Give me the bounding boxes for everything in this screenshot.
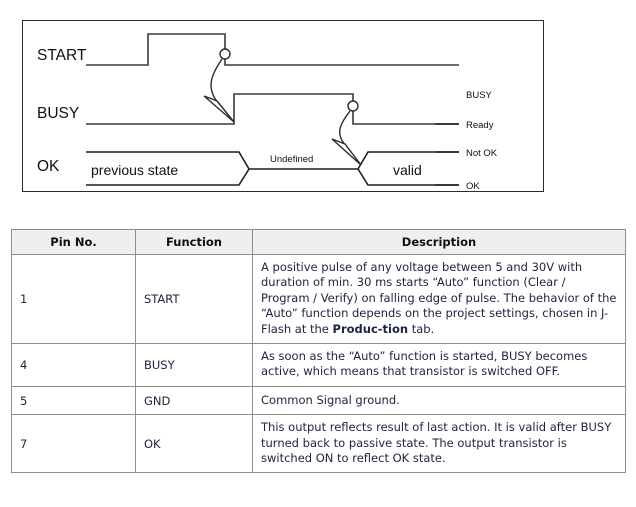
table-row: 4 BUSY As soon as the “Auto” function is… — [11, 343, 626, 387]
description-text-pre: A positive pulse of any voltage between … — [261, 260, 617, 336]
cell-pin-no: 4 — [11, 343, 136, 387]
cell-pin-no: 5 — [11, 385, 136, 416]
table-row: 7 OK This output reflects result of last… — [11, 414, 626, 474]
state-label-ok: OK — [466, 181, 480, 192]
cell-function: START — [135, 253, 253, 345]
cell-function: BUSY — [135, 343, 253, 387]
bus-label-previous-state: previous state — [91, 162, 178, 178]
table-row: 5 GND Common Signal ground. — [11, 385, 626, 416]
pin-description-table: Pin No. Function Description 1 START A p… — [11, 229, 626, 474]
column-header-description: Description — [252, 229, 626, 255]
causality-arrow-busy-to-ok-head — [331, 138, 362, 166]
description-text-post: tab. — [408, 321, 435, 336]
cell-function: OK — [135, 414, 253, 474]
edge-marker-start-falling — [219, 48, 231, 60]
signal-label-busy: BUSY — [37, 105, 79, 122]
waveform-ok-bus-valid — [357, 151, 459, 186]
timing-diagram-panel: START BUSY OK BUSY Ready Not OK OK — [22, 20, 544, 192]
column-header-function: Function — [135, 229, 253, 255]
state-label-busy: BUSY — [466, 90, 493, 101]
bus-label-undefined: Undefined — [270, 154, 313, 165]
column-header-pin-no: Pin No. — [11, 229, 136, 255]
cell-function: GND — [135, 385, 253, 416]
signal-label-ok: OK — [37, 158, 60, 175]
causality-arrow-busy-to-ok-curve — [339, 110, 351, 148]
bus-label-valid: valid — [393, 162, 422, 178]
state-label-ready: Ready — [466, 120, 494, 131]
cell-description: Common Signal ground. — [252, 385, 626, 416]
cell-description: A positive pulse of any voltage between … — [252, 253, 626, 345]
signal-label-start: START — [37, 47, 87, 64]
waveform-busy — [86, 93, 459, 125]
cell-description: As soon as the “Auto” function is starte… — [252, 343, 626, 387]
edge-marker-busy-falling — [347, 100, 359, 112]
waveform-start — [86, 33, 459, 66]
description-text-bold: Produc-tion — [332, 321, 409, 336]
cell-pin-no: 1 — [11, 253, 136, 345]
cell-description: This output reflects result of last acti… — [252, 414, 626, 474]
table-header-row: Pin No. Function Description — [11, 229, 626, 255]
causality-arrow-start-to-busy-curve — [210, 58, 223, 106]
causality-arrow-start-to-busy-head — [203, 95, 235, 123]
state-label-not-ok: Not OK — [466, 148, 498, 159]
cell-pin-no: 7 — [11, 414, 136, 474]
table-row: 1 START A positive pulse of any voltage … — [11, 253, 626, 345]
timing-diagram-svg: START BUSY OK BUSY Ready Not OK OK — [37, 33, 498, 192]
